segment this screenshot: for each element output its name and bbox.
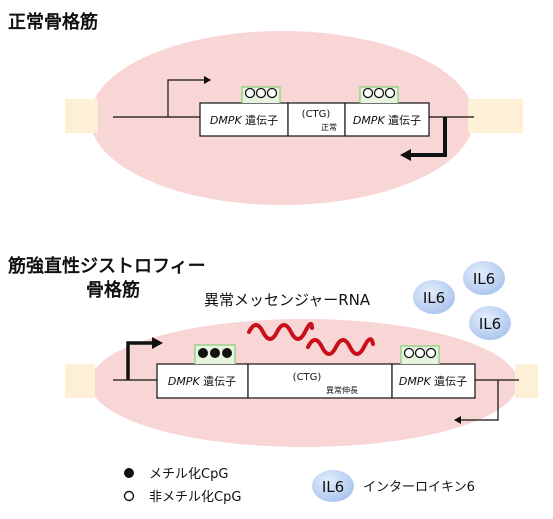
- top-repeat-sub: 正常: [321, 123, 337, 132]
- unmethylated-cpg-icon: [414, 347, 426, 359]
- top-band-left: [65, 99, 98, 133]
- legend-il6-label: インターロイキン6: [363, 480, 475, 495]
- unmethylated-cpg-icon: [244, 87, 256, 99]
- legend-methylated-icon: [124, 468, 134, 478]
- top-repeat-box: [287, 102, 346, 137]
- bottom-promoter-arrow: [126, 337, 163, 380]
- bottom-band-right: [515, 364, 538, 398]
- unmethylated-cpg-icon: [373, 87, 385, 99]
- legend-unmethylated-label: 非メチル化CpG: [149, 490, 241, 505]
- unmethylated-cpg-icon: [266, 87, 278, 99]
- bottom-repeat-sub: 異常伸長: [326, 385, 358, 395]
- bottom-band-left: [65, 364, 95, 398]
- il6-bubble: IL6: [413, 280, 455, 314]
- methylated-cpg-icon: [222, 348, 232, 358]
- bottom-antisense-arrow: [454, 380, 499, 424]
- unmethylated-cpg-icon: [362, 87, 374, 99]
- legend-unmethylated-icon: [123, 490, 135, 502]
- unmethylated-cpg-icon: [425, 347, 437, 359]
- svg-text:IL6: IL6: [423, 289, 445, 307]
- bottom-repeat-label: (CTG): [293, 372, 322, 383]
- unmethylated-cpg-icon: [384, 87, 396, 99]
- il6-bubble: IL6: [469, 306, 511, 340]
- top-cpg-left: [241, 86, 281, 103]
- methylated-cpg-icon: [198, 348, 208, 358]
- top-title: 正常骨格筋: [8, 11, 98, 33]
- bottom-cpg-right: [400, 345, 440, 364]
- top-band-right: [468, 99, 523, 133]
- abnormal-rna-strand-1: [247, 321, 314, 341]
- bottom-title-line1: 筋強直性ジストロフィー: [8, 255, 206, 277]
- bottom-gene-right-label: DMPK 遺伝子: [399, 374, 467, 388]
- unmethylated-cpg-icon: [403, 347, 415, 359]
- legend-methylated-label: メチル化CpG: [149, 467, 228, 482]
- bottom-gene-left-label: DMPK 遺伝子: [168, 374, 236, 388]
- top-gene-right-box: [344, 102, 430, 137]
- top-cpg-right: [359, 86, 399, 103]
- bottom-repeat-box: [247, 363, 393, 399]
- legend-il6-badge: IL6: [312, 470, 354, 502]
- top-antisense-arrow: [400, 117, 447, 161]
- unmethylated-cpg-icon: [255, 87, 267, 99]
- abnormal-rna-strand-2: [306, 337, 375, 356]
- svg-text:IL6: IL6: [473, 270, 495, 288]
- svg-text:IL6: IL6: [479, 315, 501, 333]
- top-promoter-arrow: [167, 76, 211, 117]
- top-repeat-label: (CTG): [302, 109, 331, 120]
- top-gene-left-label: DMPK 遺伝子: [210, 113, 278, 127]
- top-gene-right-label: DMPK 遺伝子: [353, 113, 421, 127]
- top-gene-left-box: [199, 102, 289, 137]
- bottom-title-line2: 骨格筋: [86, 279, 140, 301]
- svg-text:IL6: IL6: [322, 478, 344, 496]
- bottom-cpg-left: [194, 344, 236, 364]
- il6-bubble: IL6: [463, 261, 505, 295]
- rna-label: 異常メッセンジャーRNA: [204, 291, 371, 309]
- methylated-cpg-icon: [210, 348, 220, 358]
- bottom-gene-right-box: [391, 363, 476, 399]
